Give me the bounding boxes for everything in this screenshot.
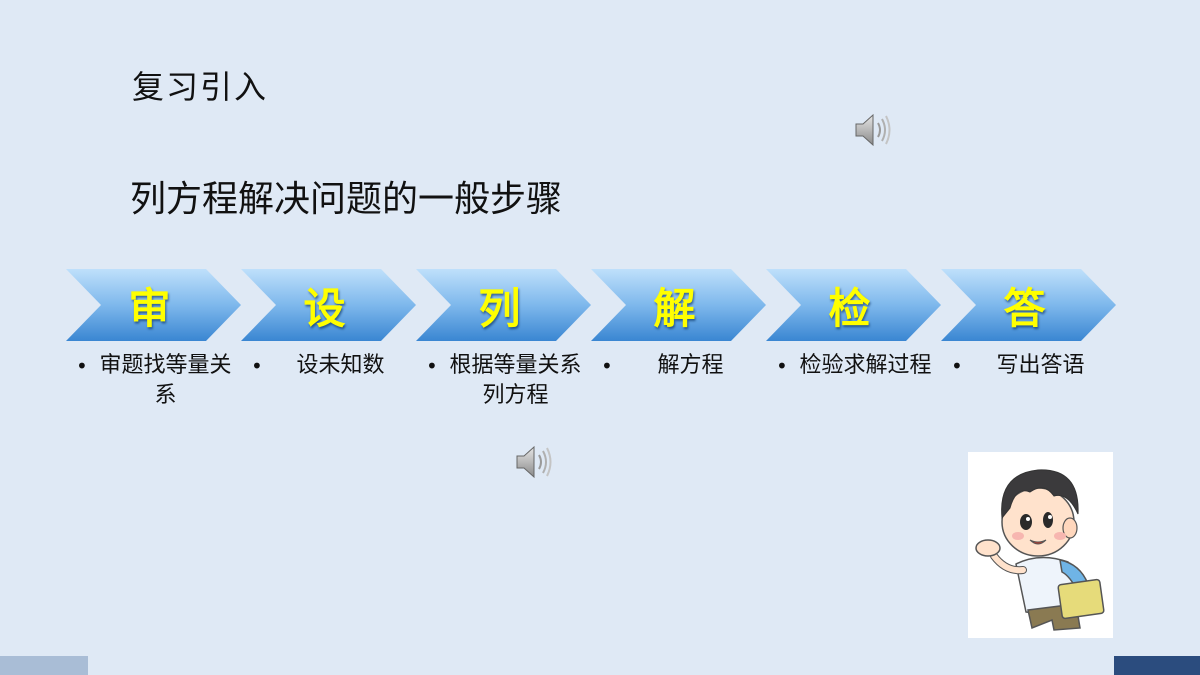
step-label: 检 bbox=[828, 283, 871, 333]
step-description-text: 写出答语 bbox=[996, 353, 1085, 378]
chevron-shape bbox=[766, 269, 941, 341]
chevron-shape bbox=[941, 269, 1116, 341]
step-chevron: 解 bbox=[591, 269, 766, 341]
step-description-text: 审题找等量关系 bbox=[99, 353, 232, 408]
step-description: • 设未知数 bbox=[241, 351, 416, 381]
bullet: • bbox=[601, 354, 613, 378]
chevron-shape bbox=[66, 269, 241, 341]
step-chevron: 检 bbox=[766, 269, 941, 341]
slide-heading: 复习引入 bbox=[132, 68, 269, 106]
step-label: 解 bbox=[653, 283, 696, 333]
step-label: 审 bbox=[128, 283, 171, 333]
footer-bar-right bbox=[1114, 656, 1200, 675]
step-description: • 检验求解过程 bbox=[766, 351, 941, 381]
bullet: • bbox=[776, 354, 788, 378]
step-jian: 检 • 检验求解过程 bbox=[766, 269, 941, 381]
process-steps: 审 • 审题找等量关系 设 bbox=[66, 269, 1126, 449]
step-label: 列 bbox=[478, 283, 521, 333]
step-description: • 审题找等量关系 bbox=[66, 351, 241, 411]
step-chevron: 审 bbox=[66, 269, 241, 341]
boy-character-image bbox=[968, 452, 1113, 638]
step-chevron: 设 bbox=[241, 269, 416, 341]
step-description-text: 解方程 bbox=[657, 353, 724, 378]
slide-title: 列方程解决问题的一般步骤 bbox=[130, 179, 563, 220]
step-description-text: 根据等量关系列方程 bbox=[449, 353, 582, 408]
speaker-icon[interactable] bbox=[514, 444, 554, 480]
step-description: • 根据等量关系列方程 bbox=[416, 351, 591, 411]
bullet: • bbox=[251, 354, 263, 378]
step-description-text: 检验求解过程 bbox=[799, 353, 932, 378]
step-description: • 写出答语 bbox=[941, 351, 1116, 381]
speaker-icon[interactable] bbox=[853, 112, 893, 148]
footer-bar-left bbox=[0, 656, 88, 675]
step-jie: 解 • 解方程 bbox=[591, 269, 766, 381]
chevron-shape bbox=[416, 269, 591, 341]
step-description: • 解方程 bbox=[591, 351, 766, 381]
bullet: • bbox=[76, 354, 88, 378]
bullet: • bbox=[951, 354, 963, 378]
bullet: • bbox=[426, 354, 438, 378]
step-lie: 列 • 根据等量关系列方程 bbox=[416, 269, 591, 411]
step-da: 答 • 写出答语 bbox=[941, 269, 1116, 381]
step-label: 设 bbox=[303, 283, 346, 333]
chevron-shape bbox=[591, 269, 766, 341]
step-label: 答 bbox=[1003, 283, 1046, 333]
step-shen: 审 • 审题找等量关系 bbox=[66, 269, 241, 411]
chevron-shape bbox=[241, 269, 416, 341]
step-chevron: 列 bbox=[416, 269, 591, 341]
step-description-text: 设未知数 bbox=[296, 353, 385, 378]
step-she: 设 • 设未知数 bbox=[241, 269, 416, 381]
step-chevron: 答 bbox=[941, 269, 1116, 341]
